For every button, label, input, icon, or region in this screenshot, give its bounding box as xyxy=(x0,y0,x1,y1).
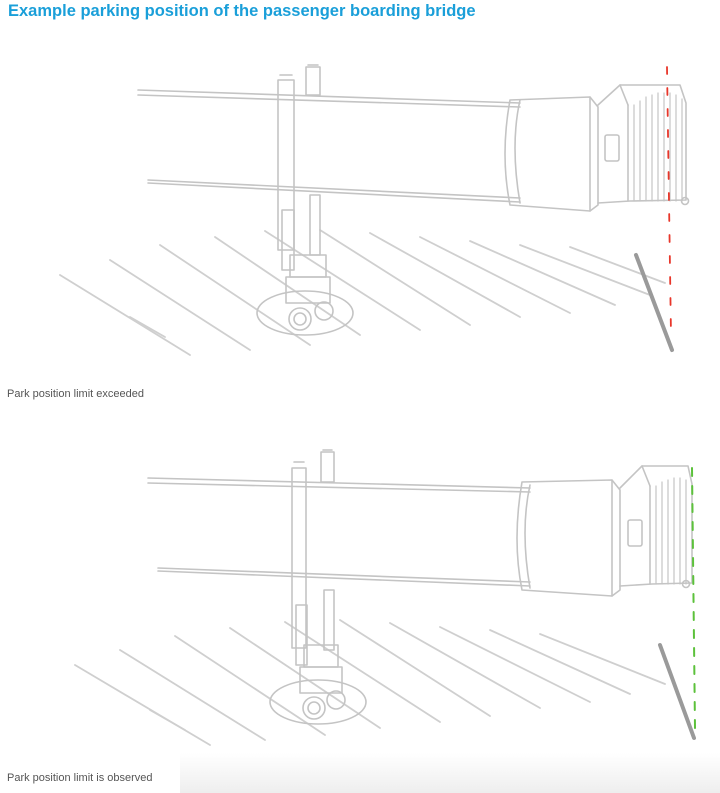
bridge-tunnel xyxy=(147,465,693,597)
apron-hatch-lines xyxy=(59,229,666,356)
figure-caption-observed: Park position limit is observed xyxy=(7,772,153,784)
drive-column xyxy=(269,449,367,725)
aircraft-edge xyxy=(658,643,696,740)
park-limit-line-red xyxy=(666,66,672,336)
boarding-bridge-illustration-exceeded xyxy=(0,55,720,365)
page-title: Example parking position of the passenge… xyxy=(8,2,476,20)
boarding-bridge-illustration-observed xyxy=(0,440,720,750)
aircraft-edge xyxy=(634,253,674,352)
drive-column xyxy=(256,64,354,336)
bottom-shadow xyxy=(180,753,720,793)
figure-caption-exceeded: Park position limit exceeded xyxy=(7,388,144,400)
park-limit-line-green xyxy=(691,467,696,729)
apron-hatch-lines xyxy=(74,619,666,746)
bridge-tunnel xyxy=(137,84,690,212)
